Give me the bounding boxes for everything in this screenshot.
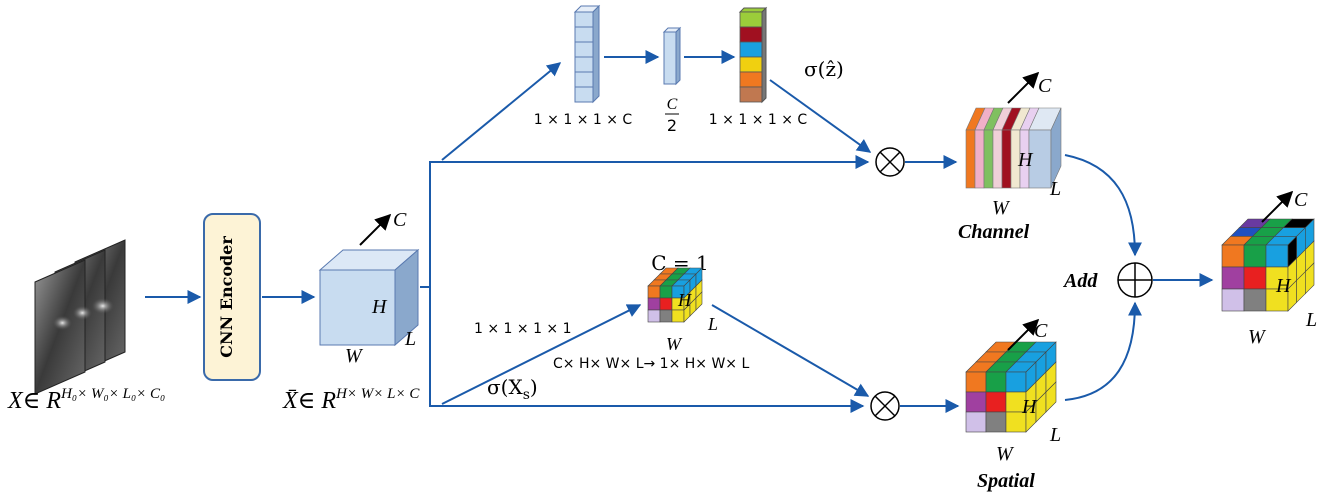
spatial-output-axis-w: W <box>996 443 1015 465</box>
arrow-to-channel-pool <box>441 62 562 161</box>
spatial-output-front-cell <box>965 371 987 393</box>
feature-axis-l: L <box>404 328 416 350</box>
channel-sigma-label: σ(ẑ) <box>804 57 844 81</box>
channel-weight-cell <box>739 86 763 103</box>
spatial-map-front-cell <box>647 285 661 299</box>
fused-output-front-cell <box>1243 288 1267 312</box>
channel-vector-reduced-numerator: C <box>667 96 678 113</box>
cnn-encoder-label: CNN Encoder <box>217 236 236 358</box>
fused-output-front-cell <box>1221 266 1245 290</box>
spatial-title: Spatial <box>977 470 1035 492</box>
arrow-spatial-to-add <box>1064 301 1142 401</box>
spatial-map-front-cell <box>647 309 661 323</box>
spatial-map-front-cell <box>647 297 661 311</box>
fused-output-front-cell <box>1221 288 1245 312</box>
feature-axis-c: C <box>393 209 407 231</box>
spatial-sigma-label: σ(Xs) <box>487 375 538 403</box>
fused-output-side-cell <box>1305 262 1315 295</box>
channel-vector-reduced <box>662 26 682 86</box>
channel-weight-vector-label: 1 × 1 × 1 × C <box>709 112 808 128</box>
channel-slab <box>983 129 994 189</box>
spatial-map-front-cell <box>671 309 685 323</box>
channel-axis-h: H <box>1017 149 1034 171</box>
channel-slab <box>992 129 1003 189</box>
channel-weight-cell <box>739 26 763 43</box>
spatial-map-front-cell <box>659 297 673 311</box>
channel-cube-side-face <box>1050 107 1062 189</box>
spatial-output-front-cell <box>965 391 987 413</box>
spatial-reduce-label: C× H× W× L→ 1× H× W× L <box>553 356 749 372</box>
output-axis-c: C <box>1294 189 1308 211</box>
spatial-axis-c: C <box>1034 320 1048 342</box>
channel-title: Channel <box>958 221 1030 243</box>
arrow-map-to-spatial-multiply <box>711 304 870 397</box>
fused-output-front-cell <box>1221 244 1245 268</box>
fused-output-cube <box>1221 218 1315 312</box>
fused-output-front-cell <box>1265 244 1289 268</box>
channel-weight-vector <box>738 6 768 104</box>
spatial-axis-l: L <box>1049 424 1061 446</box>
cnn-encoder-block: CNN Encoder <box>203 213 261 381</box>
channel-axis-w: W <box>992 197 1011 219</box>
output-axis-l: L <box>1305 309 1317 331</box>
channel-weight-cell <box>739 41 763 58</box>
feature-axis-h: H <box>371 296 388 318</box>
spatial-attention-map <box>647 267 703 323</box>
channel-vector-pooled-label: 1 × 1 × 1 × C <box>534 112 633 128</box>
vector-side-face <box>761 6 767 104</box>
channel-c-axis-arrow <box>1007 71 1040 104</box>
channel-slab <box>965 129 976 189</box>
fused-output-front-cell <box>1243 266 1267 290</box>
spatial-multiply-node <box>870 391 900 421</box>
feature-label: X̄∈ RH× W× L× C <box>282 386 420 414</box>
channel-slab <box>1001 129 1012 189</box>
feature-c-axis-arrow <box>359 213 392 246</box>
fused-output-front-cell <box>1243 244 1267 268</box>
spatial-pool-label: 1 × 1 × 1 × 1 <box>474 321 572 337</box>
channel-weight-cell <box>739 56 763 73</box>
channel-vector-reduced-denominator: 2 <box>667 116 677 135</box>
channel-multiply-node <box>875 147 905 177</box>
feature-axis-w: W <box>345 345 364 367</box>
arrow-channel-to-add <box>1064 154 1142 257</box>
add-node <box>1117 262 1153 298</box>
input-label: X∈ RH₀× W₀× L₀× C₀ <box>7 386 165 414</box>
spatial-map-axis-l: L <box>707 314 718 334</box>
spatial-map-axis-w: W <box>666 334 683 354</box>
spatial-output-side-cell <box>1045 381 1057 413</box>
spatial-output-front-cell <box>1005 371 1027 393</box>
channel-weight-cell <box>739 11 763 28</box>
spatial-map-side-cell <box>695 291 703 311</box>
spatial-axis-h: H <box>1021 396 1038 418</box>
output-axis-h: H <box>1275 275 1292 297</box>
spatial-output-front-cell <box>985 411 1007 433</box>
spatial-c-axis-arrow <box>1007 318 1040 351</box>
output-axis-w: W <box>1248 326 1267 348</box>
feature-cube <box>318 248 420 347</box>
spatial-output-cube <box>965 341 1057 433</box>
input-image-stack <box>34 239 126 395</box>
add-label: Add <box>1062 270 1098 292</box>
channel-axis-c: C <box>1038 75 1052 97</box>
arrow-weights-to-channel-multiply <box>769 79 872 153</box>
spatial-map-front-cell <box>659 285 673 299</box>
arrow-to-spatial-pool <box>441 304 642 405</box>
channel-output-cube <box>965 107 1062 189</box>
channel-slab <box>974 129 985 189</box>
channel-axis-l: L <box>1049 178 1061 200</box>
channel-weight-cell <box>739 71 763 88</box>
branch-split-bracket <box>420 161 442 407</box>
spatial-output-front-cell <box>985 371 1007 393</box>
spatial-output-front-cell <box>985 391 1007 413</box>
channel-vector-pooled <box>573 4 601 104</box>
output-c-axis-arrow <box>1261 190 1294 223</box>
spatial-map-axis-h: H <box>677 290 692 310</box>
spatial-output-front-cell <box>965 411 987 433</box>
spatial-map-front-cell <box>659 309 673 323</box>
